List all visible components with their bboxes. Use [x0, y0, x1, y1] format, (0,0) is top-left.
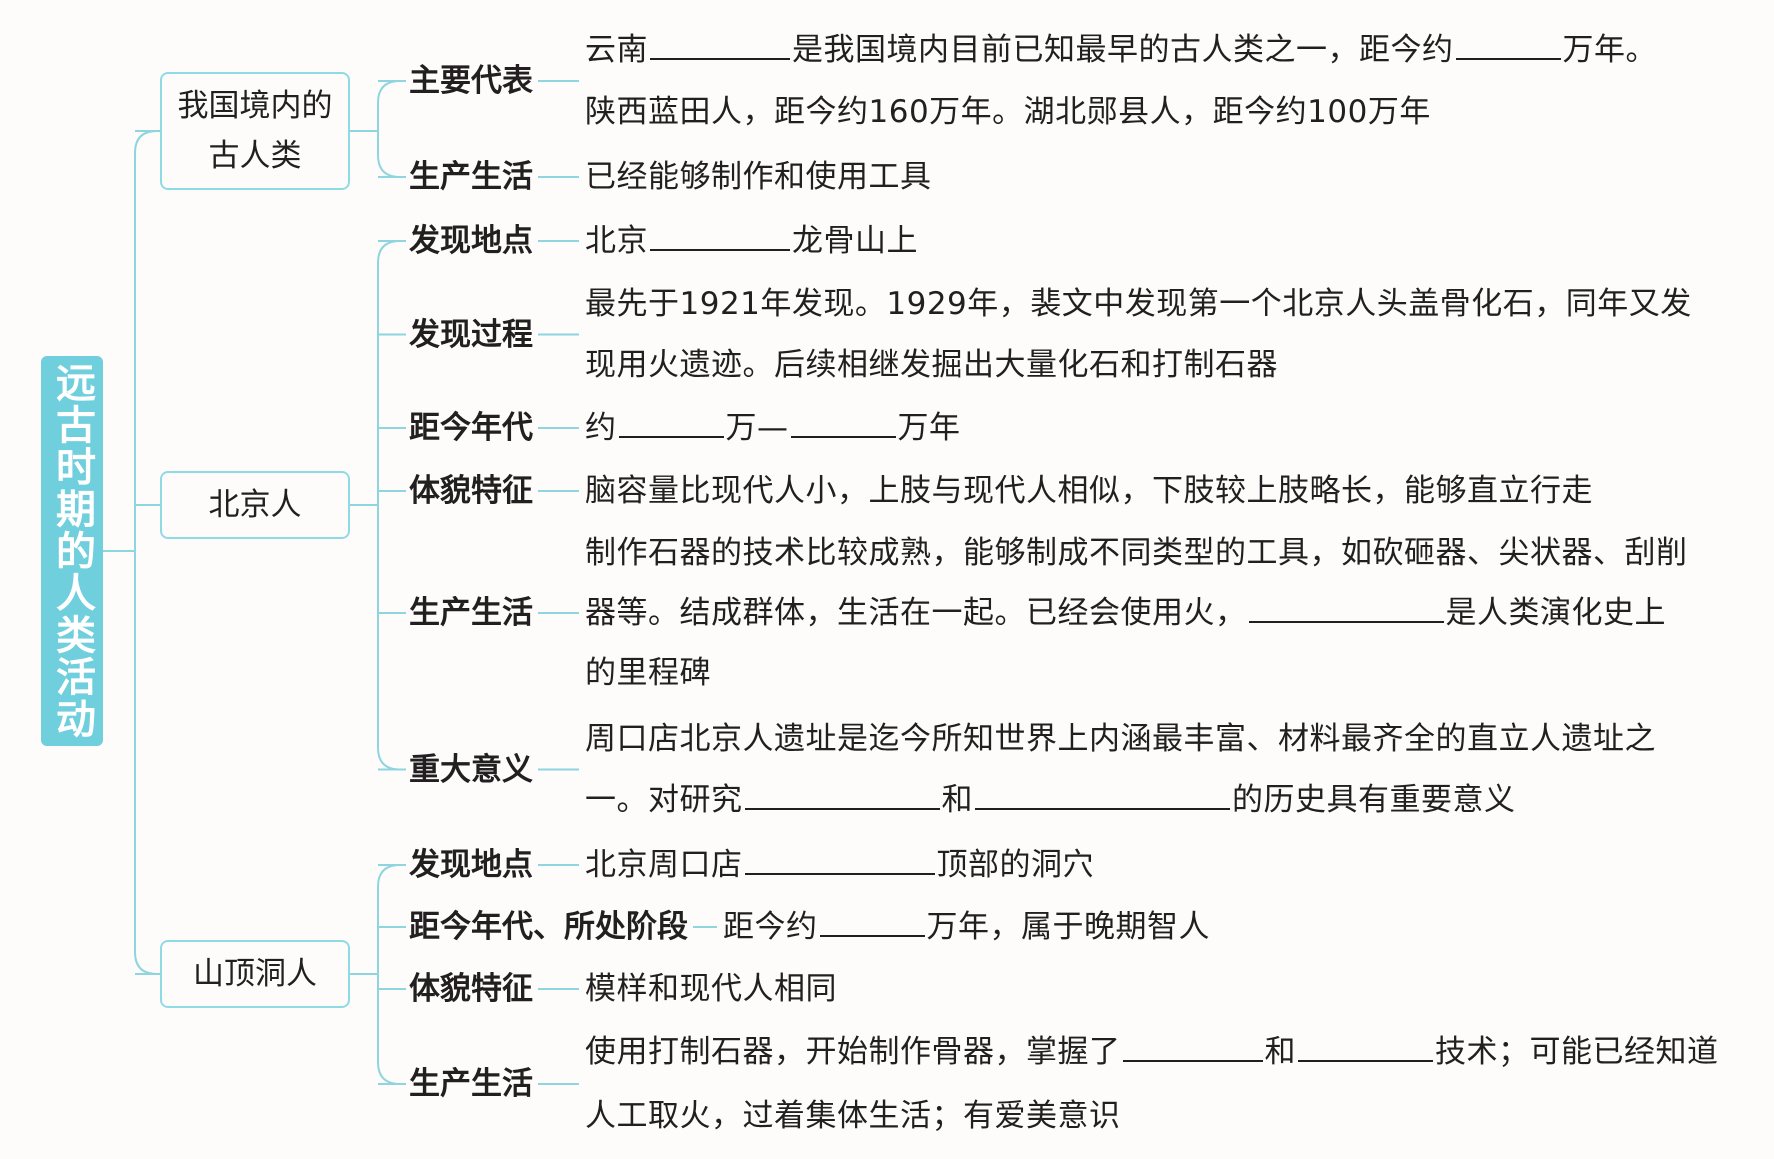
content-line: 模样和现代人相同 — [585, 969, 837, 1009]
content-line: 使用打制石器，开始制作骨器，掌握了 和 技术；可能已经知道 — [585, 1032, 1719, 1072]
content-line: 一。对研究 和 的历史具有重要意义 — [585, 780, 1516, 820]
fill-in-blank[interactable] — [650, 32, 790, 60]
content-text: 周口店北京人遗址是迄今所知世界上内涵最丰富、材料最齐全的直立人遗址之 — [585, 721, 1656, 757]
content-text: 人工取火，过着集体生活；有爱美意识 — [585, 1098, 1121, 1134]
content-line: 约 万— 万年 — [585, 408, 961, 448]
content-line: 云南 是我国境内目前已知最早的古人类之一，距今约 万年。 — [585, 30, 1657, 70]
content-text: 北京周口店 — [585, 847, 743, 883]
connector-curve — [377, 80, 401, 178]
content-text: 万年 — [897, 410, 961, 446]
branch-box: 山顶洞人 — [160, 940, 350, 1008]
sub-topic-label: 发现地点 — [406, 845, 536, 885]
content-text: 现用火遗迹。后续相继发掘出大量化石和打制石器 — [585, 347, 1278, 383]
content-text: 最先于1921年发现。1929年，裴文中发现第一个北京人头盖骨化石，同年又发 — [585, 286, 1692, 322]
content-text: 技术；可能已经知道 — [1435, 1034, 1719, 1070]
sub-topic-label: 体貌特征 — [406, 471, 536, 511]
sub-topic-label: 发现过程 — [406, 314, 536, 355]
fill-in-blank[interactable] — [790, 410, 896, 438]
content-text: 的历史具有重要意义 — [1232, 782, 1516, 818]
sub-topic-label: 体貌特征 — [406, 969, 536, 1009]
branch-title-line: 北京人 — [208, 487, 302, 523]
sub-topic-label: 主要代表 — [406, 61, 536, 101]
fill-in-blank[interactable] — [650, 223, 790, 251]
content-text: 脑容量比现代人小，上肢与现代人相似，下肢较上肢略长，能够直立行走 — [585, 473, 1593, 509]
content-text: 约 — [585, 410, 617, 446]
connector-curve — [134, 130, 158, 975]
content-text: 万年，属于晚期智人 — [926, 909, 1210, 945]
content-line: 已经能够制作和使用工具 — [585, 157, 932, 197]
sub-topic-label: 距今年代 — [406, 408, 536, 448]
content-text: 模样和现代人相同 — [585, 971, 837, 1007]
content-line: 脑容量比现代人小，上肢与现代人相似，下肢较上肢略长，能够直立行走 — [585, 471, 1593, 511]
fill-in-blank[interactable] — [819, 909, 925, 937]
branch-title-line: 古人类 — [208, 138, 302, 174]
content-text: 的里程碑 — [585, 655, 711, 691]
content-text: 北京 — [585, 223, 648, 259]
content-line: 器等。结成群体，生活在一起。已经会使用火， 是人类演化史上 — [585, 593, 1666, 633]
sub-topic-label: 重大意义 — [406, 749, 536, 790]
branch-title-line: 山顶洞人 — [193, 956, 317, 992]
branch-box: 我国境内的古人类 — [160, 72, 350, 190]
content-text: 已经能够制作和使用工具 — [585, 159, 932, 195]
sub-topic-label: 生产生活 — [406, 593, 536, 633]
content-text: 距今约 — [723, 909, 818, 945]
content-line: 最先于1921年发现。1929年，裴文中发现第一个北京人头盖骨化石，同年又发 — [585, 284, 1692, 324]
content-line: 制作石器的技术比较成熟，能够制成不同类型的工具，如砍砸器、尖状器、刮削 — [585, 533, 1688, 573]
connector-curve — [377, 864, 401, 1085]
fill-in-blank[interactable] — [1298, 1034, 1433, 1062]
content-line: 北京 龙骨山上 — [585, 221, 918, 261]
fill-in-blank[interactable] — [1248, 595, 1444, 623]
fill-in-blank[interactable] — [1455, 32, 1561, 60]
connector-curve — [377, 240, 401, 771]
content-text: 龙骨山上 — [792, 223, 918, 259]
content-text: 使用打制石器，开始制作骨器，掌握了 — [585, 1034, 1121, 1070]
content-line: 周口店北京人遗址是迄今所知世界上内涵最丰富、材料最齐全的直立人遗址之 — [585, 719, 1656, 759]
content-text: 是人类演化史上 — [1445, 595, 1666, 631]
content-line: 的里程碑 — [585, 653, 711, 693]
root-node: 远古时期的人类活动 — [41, 356, 103, 746]
content-text: 万年。 — [1562, 32, 1657, 68]
fill-in-blank[interactable] — [975, 782, 1230, 810]
content-text: 顶部的洞穴 — [936, 847, 1094, 883]
content-text: 云南 — [585, 32, 648, 68]
content-text: 器等。结成群体，生活在一起。已经会使用火， — [585, 595, 1247, 631]
content-line: 现用火遗迹。后续相继发掘出大量化石和打制石器 — [585, 345, 1278, 385]
content-text: 陕西蓝田人，距今约160万年。湖北郧县人，距今约100万年 — [585, 94, 1431, 130]
sub-topic-label: 发现地点 — [406, 221, 536, 261]
content-text: 制作石器的技术比较成熟，能够制成不同类型的工具，如砍砸器、尖状器、刮削 — [585, 535, 1688, 571]
content-text: 万— — [725, 410, 789, 446]
branch-box: 北京人 — [160, 471, 350, 539]
fill-in-blank[interactable] — [1122, 1034, 1263, 1062]
sub-topic-label: 生产生活 — [406, 1064, 536, 1104]
sub-topic-label: 生产生活 — [406, 157, 536, 197]
branch-title-line: 我国境内的 — [177, 88, 333, 124]
fill-in-blank[interactable] — [744, 847, 935, 875]
content-text: 一。对研究 — [585, 782, 743, 818]
fill-in-blank[interactable] — [618, 410, 724, 438]
content-text: 是我国境内目前已知最早的古人类之一，距今约 — [792, 32, 1454, 68]
content-text: 和 — [1264, 1034, 1296, 1070]
content-line: 北京周口店 顶部的洞穴 — [585, 845, 1094, 885]
root-title: 远古时期的人类活动 — [49, 362, 95, 740]
content-line: 人工取火，过着集体生活；有爱美意识 — [585, 1096, 1121, 1136]
content-line: 距今约 万年，属于晚期智人 — [723, 907, 1210, 947]
content-text: 和 — [941, 782, 973, 818]
fill-in-blank[interactable] — [744, 782, 940, 810]
content-line: 陕西蓝田人，距今约160万年。湖北郧县人，距今约100万年 — [585, 92, 1431, 132]
sub-topic-label: 距今年代、所处阶段 — [406, 907, 691, 947]
